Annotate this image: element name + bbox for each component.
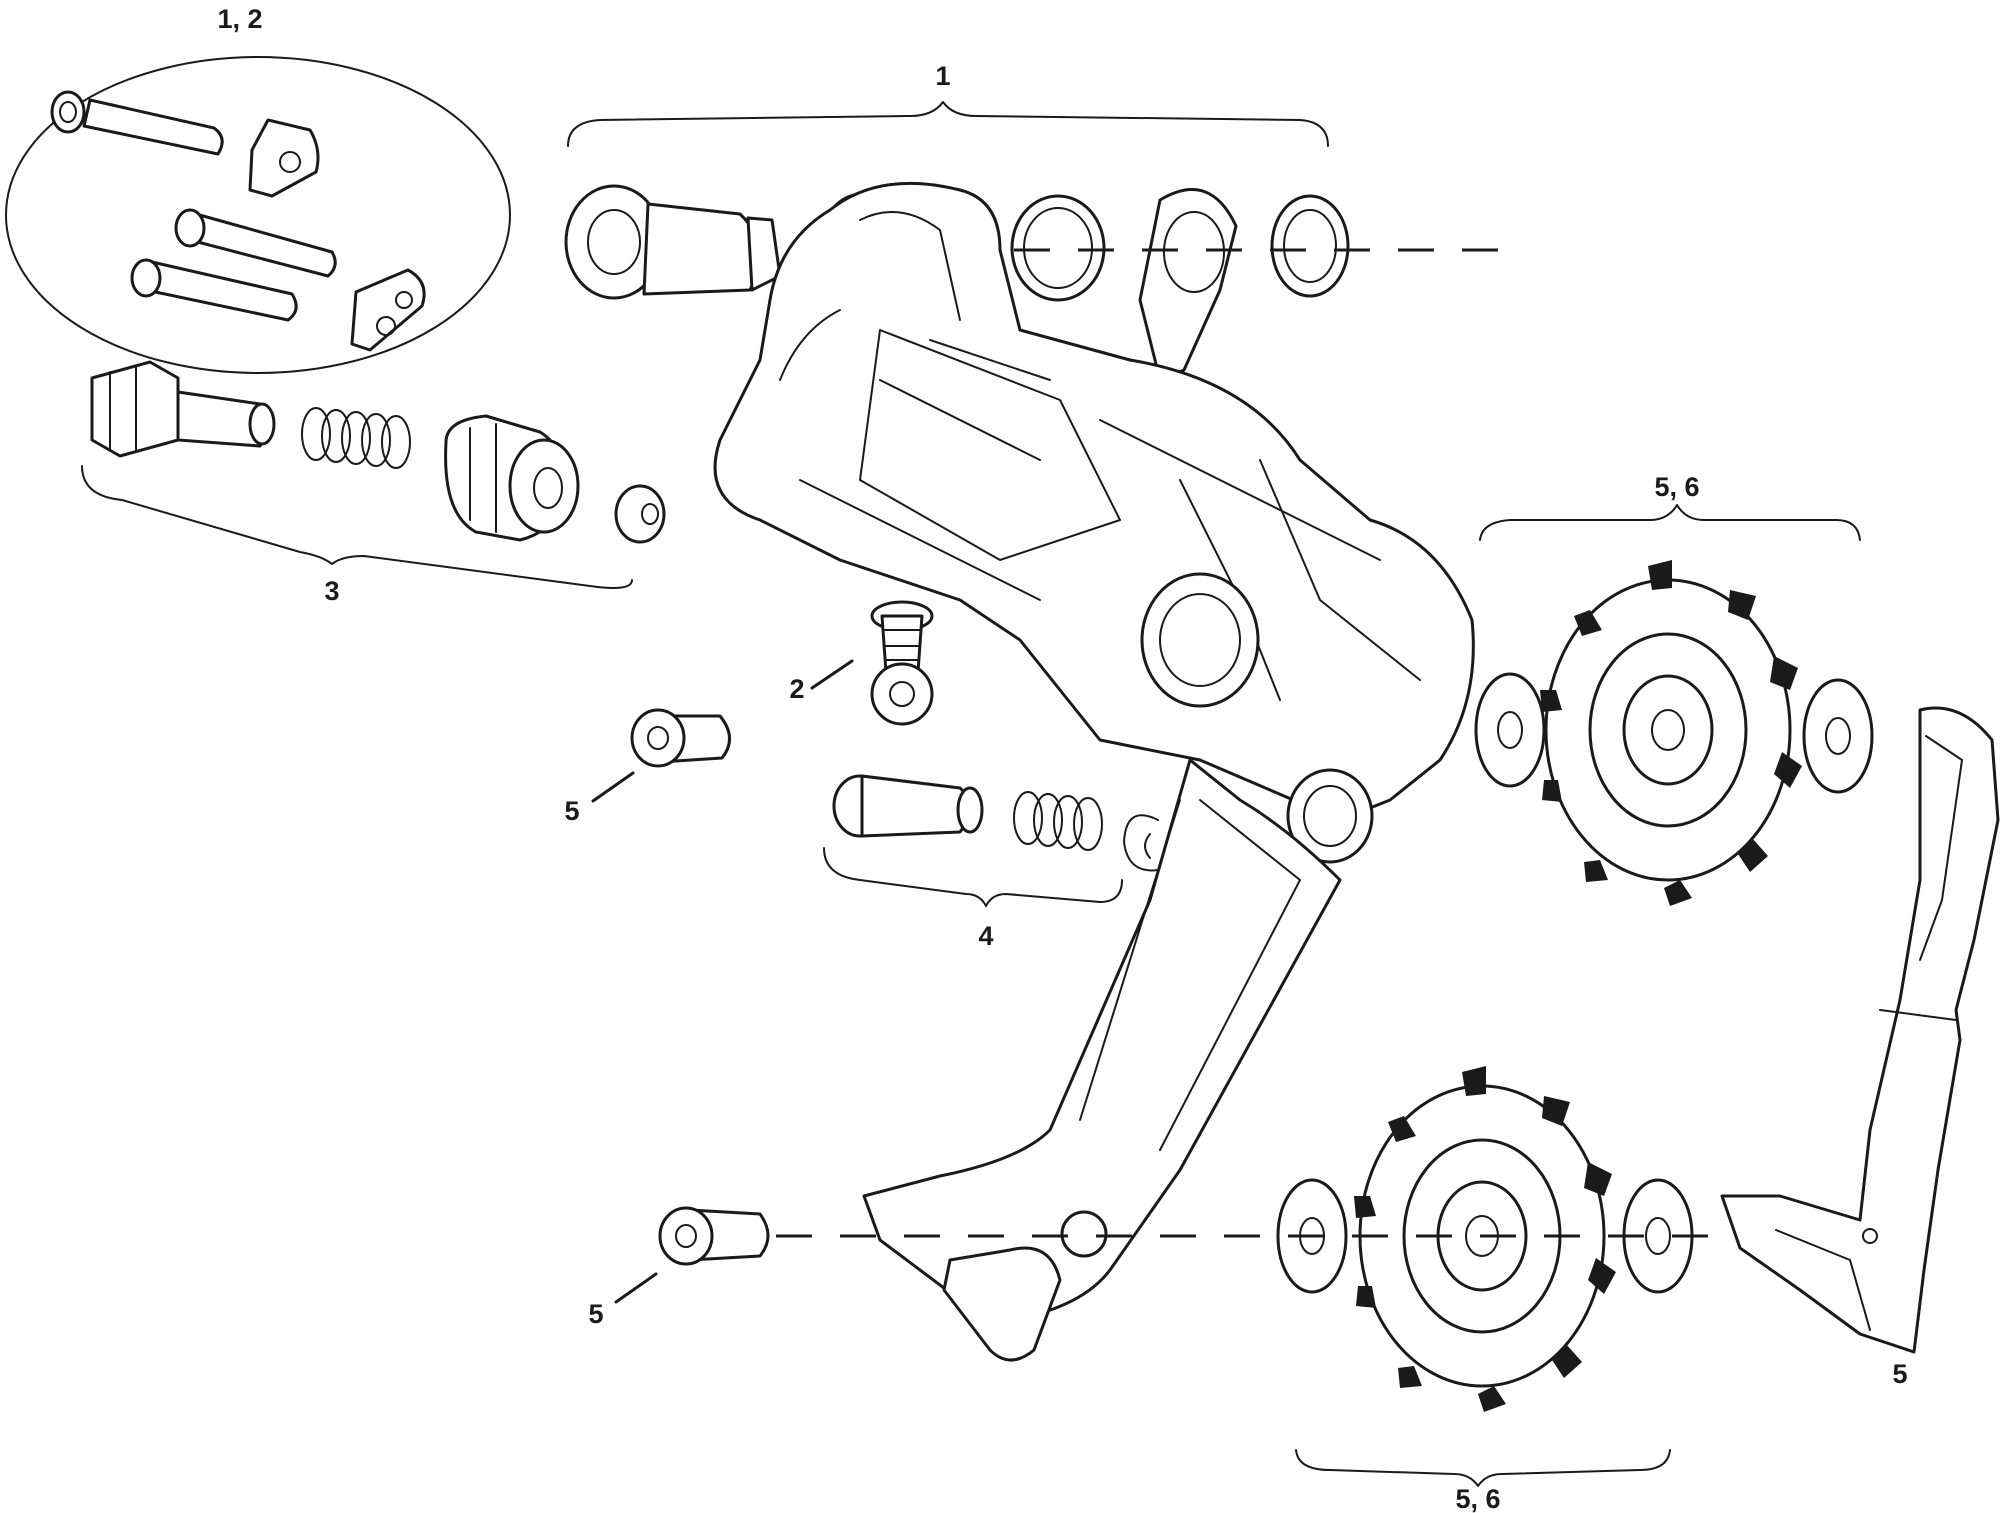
- derailleur-body: [713, 181, 1475, 864]
- long-pin-upper: [50, 90, 224, 156]
- link-plate: [350, 268, 426, 352]
- wave-washer: [1010, 194, 1106, 302]
- callout-3: 3: [324, 576, 339, 606]
- bracket-5-6-upper: [1479, 504, 1861, 541]
- clamp-plate-upper: [248, 118, 320, 198]
- pulley-bolt-lower: [658, 1206, 770, 1266]
- upper-pulley-washer-right: [1802, 678, 1874, 794]
- leader-2: [810, 659, 854, 690]
- pin-lower: [130, 258, 298, 322]
- limit-screw: [870, 600, 934, 726]
- callout-5-6-lower-pulley: 5, 6: [1455, 1484, 1500, 1513]
- callout-5-cage: 5: [1892, 1359, 1907, 1389]
- callout-5-6-upper-pulley: 5, 6: [1654, 472, 1699, 502]
- leader-5-lower: [614, 1272, 658, 1304]
- upper-pulley-washer-left: [1474, 672, 1546, 788]
- callout-4: 4: [978, 921, 993, 951]
- callout-5-bolt-upper: 5: [564, 796, 579, 826]
- lower-pulley-washer-right: [1622, 1178, 1694, 1294]
- bracket-3: [81, 465, 633, 589]
- lower-pulley-wheel: [1354, 1066, 1616, 1412]
- spring-kit-4: [1013, 791, 1103, 851]
- spring-kit-3: [301, 407, 411, 469]
- pulley-bolt-upper: [630, 708, 731, 768]
- barrel-adjuster: [90, 360, 276, 458]
- pin-middle: [174, 208, 337, 278]
- bracket-1: [567, 101, 1329, 147]
- kit-1-2-ellipse: [5, 56, 511, 374]
- b-bolt-bushing: [564, 184, 782, 300]
- washer-ring-2: [1270, 194, 1350, 298]
- tab-washer: [1138, 188, 1238, 382]
- plug-screw: [614, 484, 666, 544]
- adjuster-knob: [444, 414, 580, 542]
- derailleur-cage-outer: [862, 758, 1342, 1362]
- e-clip: [1123, 814, 1159, 872]
- pivot-pin: [832, 774, 984, 838]
- callout-1-2: 1, 2: [217, 4, 262, 34]
- upper-pulley-wheel: [1540, 560, 1802, 906]
- callout-2: 2: [789, 674, 804, 704]
- bracket-5-6-lower: [1295, 1449, 1671, 1487]
- inner-cage-plate: [1720, 706, 2000, 1354]
- callout-5-bolt-lower: 5: [588, 1299, 603, 1329]
- bracket-4: [823, 847, 1123, 907]
- leader-5-upper: [591, 771, 635, 803]
- callout-1: 1: [935, 61, 950, 91]
